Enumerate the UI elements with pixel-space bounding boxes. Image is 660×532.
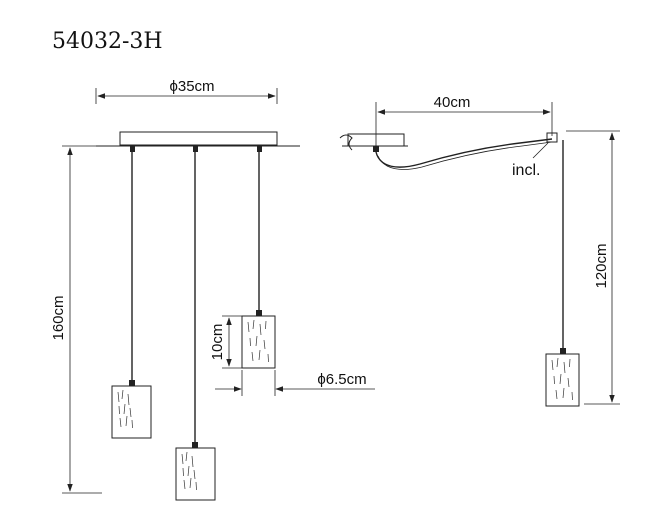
ceiling-break-mark (339, 134, 353, 151)
arm-base-grip (373, 146, 379, 152)
curved-arm (375, 138, 553, 168)
pendant-right (241, 310, 276, 369)
cable-grip-right (257, 146, 262, 152)
ceiling-canopy (119, 131, 278, 146)
included-leader-line (532, 142, 549, 159)
arm-reach-label: 40cm (434, 94, 471, 111)
front-view: ϕ35cm (50, 78, 375, 501)
pendant-side (545, 348, 580, 407)
model-code: 54032-3H (52, 29, 163, 54)
side-view: 40cm incl. 120cm (339, 94, 620, 407)
shade-height-label: 10cm (209, 324, 226, 361)
total-height-label: 160cm (50, 295, 67, 340)
canopy-diameter-label: ϕ35cm (169, 78, 214, 95)
cable-length-label: 120cm (593, 243, 610, 288)
included-callout: incl. (512, 162, 540, 179)
glass-shade-side (545, 353, 580, 407)
shade-diameter-label: ϕ6.5cm (317, 371, 366, 388)
pendant-middle (175, 442, 216, 501)
glass-shade-left (111, 385, 152, 439)
glass-shade-right (241, 315, 276, 369)
curved-arm-inner (377, 141, 553, 170)
cable-grip-left (130, 146, 135, 152)
pendant-left (111, 380, 152, 439)
cable-grip-middle (193, 146, 198, 152)
glass-shade-middle (175, 447, 216, 501)
hanging-connector (546, 132, 558, 143)
